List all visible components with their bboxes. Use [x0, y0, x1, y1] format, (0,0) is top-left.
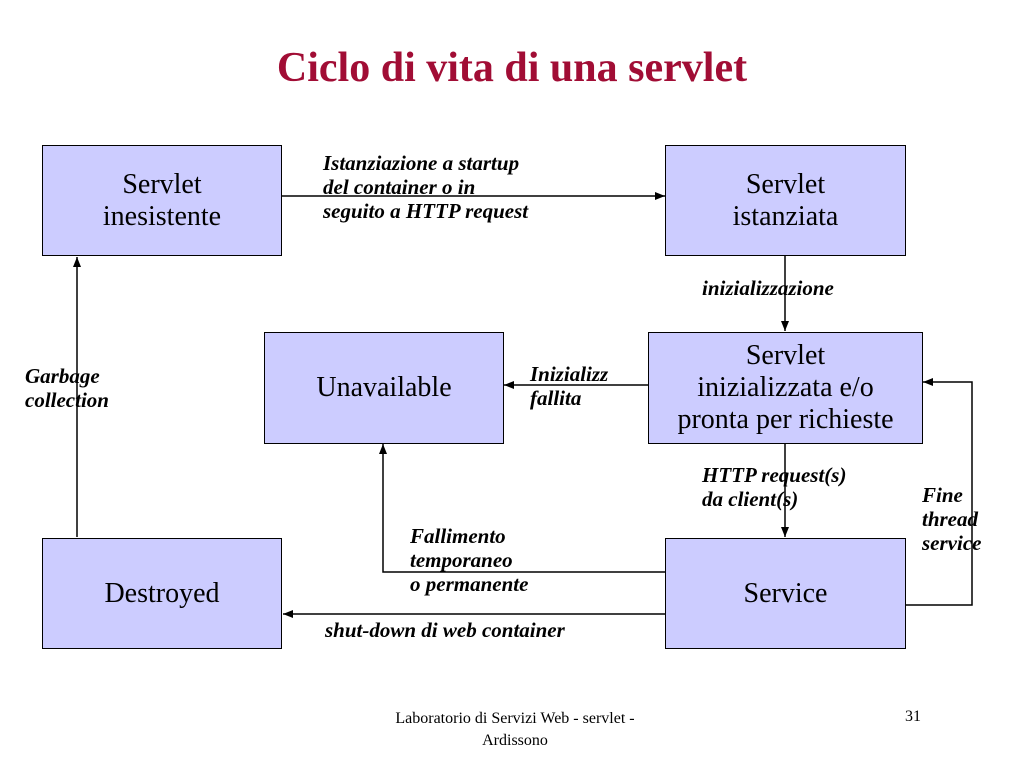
state-destroyed: Destroyed	[42, 538, 282, 649]
slide-title: Ciclo di vita di una servlet	[276, 45, 748, 91]
state-servlet-inizializzata: Servlet inizializzata e/o pronta per ric…	[648, 332, 923, 444]
label-garbage-collection: Garbage collection	[25, 364, 109, 412]
label-http-request: HTTP request(s) da client(s)	[702, 463, 847, 511]
state-service: Service	[665, 538, 906, 649]
arrow-fallimento	[379, 444, 665, 573]
label-shutdown: shut-down di web container	[325, 618, 565, 642]
page-number: 31	[905, 708, 921, 725]
label-inizializzazione: inizializzazione	[702, 276, 834, 300]
label-fine-thread: Fine thread service	[922, 483, 982, 555]
arrow-fine-thread	[906, 378, 973, 606]
label-init-fallita: Inizializz fallita	[530, 362, 609, 410]
state-unavailable: Unavailable	[264, 332, 504, 444]
label-fallimento: Fallimento temporaneo o permanente	[410, 524, 529, 596]
state-servlet-inesistente: Servlet inesistente	[42, 145, 282, 256]
state-servlet-istanziata: Servlet istanziata	[665, 145, 906, 256]
slide-footer: Laboratorio di Servizi Web - servlet - A…	[395, 710, 635, 749]
label-istanziazione: Istanziazione a startup del container o …	[323, 151, 529, 223]
